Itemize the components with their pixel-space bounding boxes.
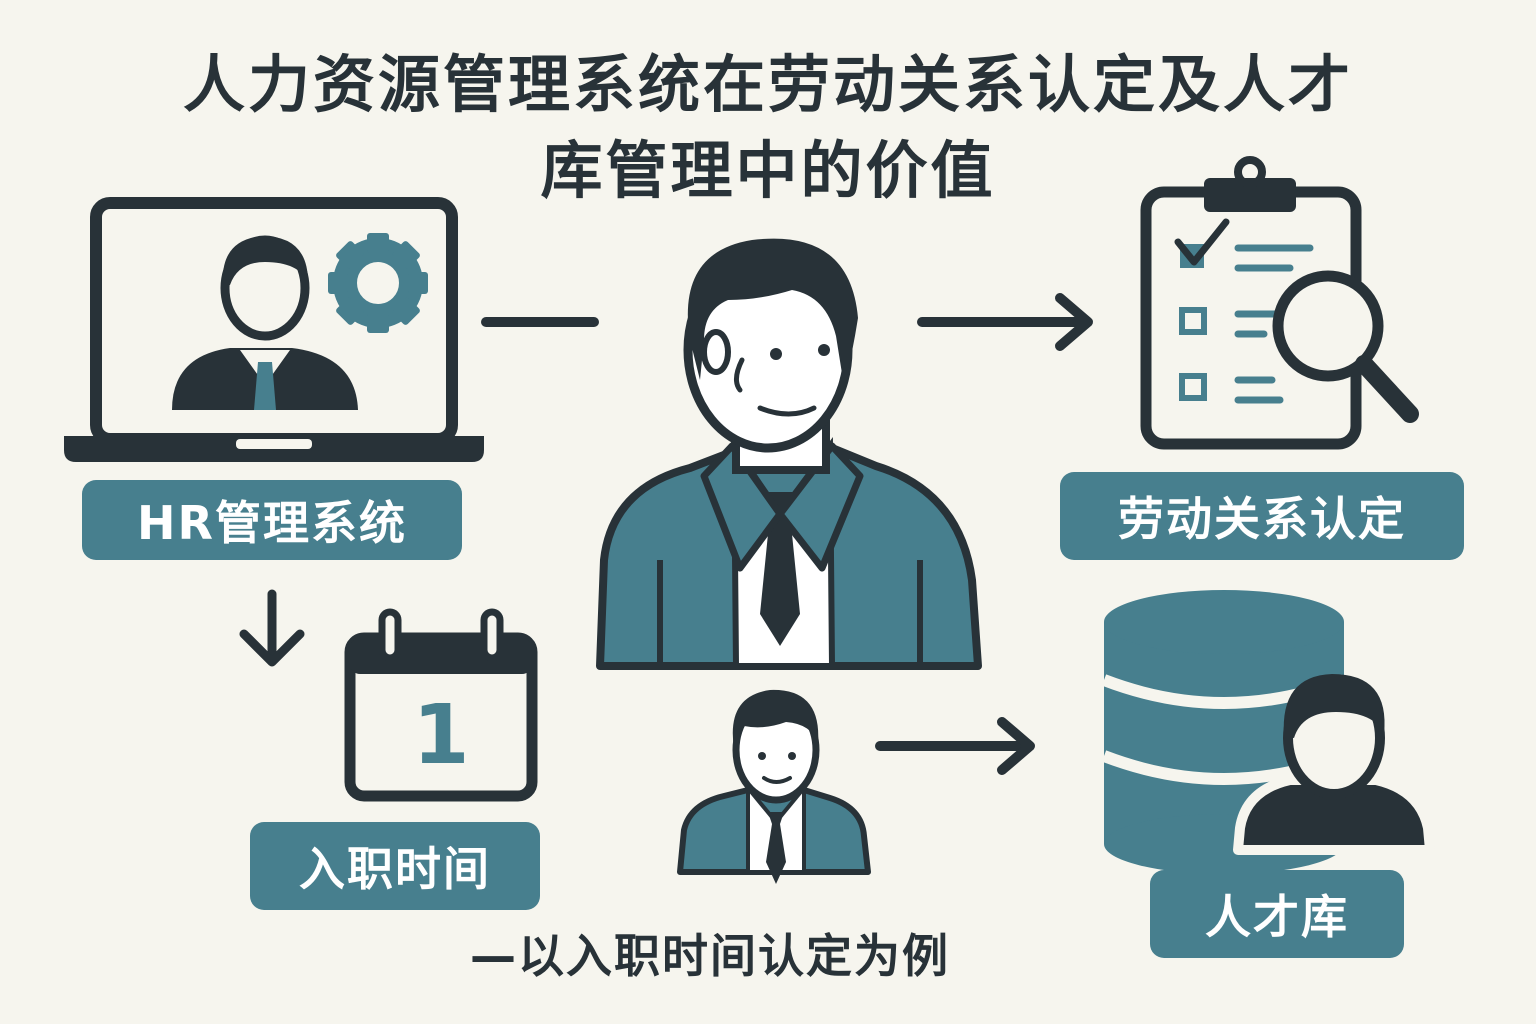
magnifier-icon [1272, 270, 1419, 423]
person-icon [1233, 674, 1435, 855]
page-title-line-1: 人力资源管理系统在劳动关系认定及人才 [182, 48, 1353, 121]
label-hr-system: HR管理系统 [82, 480, 462, 560]
businessman-icon [596, 238, 982, 670]
laptop-icon [64, 197, 484, 462]
label-entry-time: 入职时间 [250, 822, 540, 910]
gear-icon [328, 233, 428, 333]
arrow-down-icon [239, 589, 305, 667]
label-labor-relation: 劳动关系认定 [1060, 472, 1464, 560]
calendar-icon [344, 608, 538, 802]
label-talent-pool: 人才库 [1150, 870, 1404, 958]
subtitle: —以入职时间认定为例 [470, 929, 950, 983]
arrow-right-icon [917, 293, 1093, 351]
person-icon [172, 235, 358, 410]
calendar-day: 1 [412, 688, 470, 783]
page-title-line-2: 库管理中的价值 [540, 134, 996, 207]
small-person-icon [677, 689, 871, 884]
arrow-right-icon [875, 717, 1035, 775]
